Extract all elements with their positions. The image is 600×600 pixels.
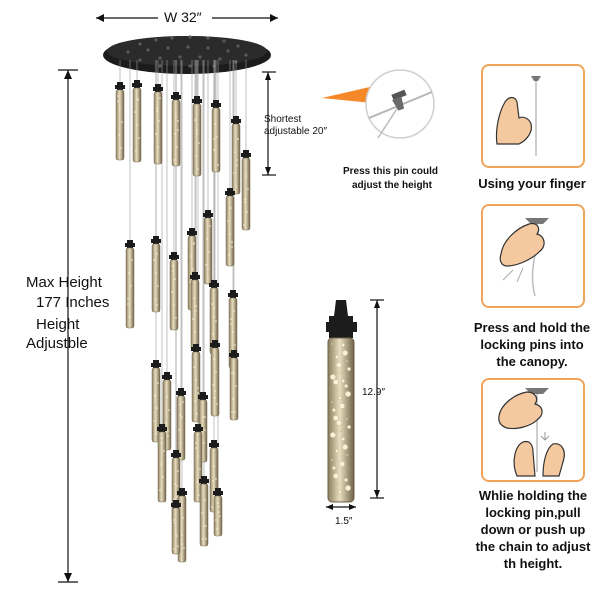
step-2-line-1: Press and hold the — [473, 320, 591, 335]
shortest-label-line2: adjustable 20″ — [264, 126, 328, 137]
shortest-dimension-line — [262, 71, 276, 176]
crystal-tube — [190, 272, 200, 351]
width-label: W 32″ — [164, 9, 202, 25]
shortest-label-line1: Shortest — [264, 114, 302, 125]
crystal-tube — [176, 388, 186, 461]
crystal-tube — [191, 344, 201, 423]
pin-callout-line1: Press this pin could — [343, 166, 439, 177]
crystal-tube — [213, 488, 223, 537]
crystal-tube — [199, 476, 209, 547]
crystal-tube — [231, 116, 241, 195]
tube-height-label: 12.9″ — [362, 387, 386, 398]
crystal-tube — [115, 82, 125, 161]
crystal-tube — [229, 350, 239, 421]
crystal-tube — [210, 340, 220, 417]
step-3-panel — [481, 378, 585, 482]
crystal-tube — [171, 500, 181, 555]
max-height-line4: Adjustble — [26, 335, 88, 352]
crystal-tube — [241, 150, 251, 231]
finger-icon — [495, 76, 541, 156]
step-2-panel — [481, 204, 585, 308]
crystal-tube — [151, 236, 161, 313]
crystal-tube — [225, 188, 235, 267]
max-height-line3: Height — [36, 316, 80, 333]
crystal-tube — [203, 210, 213, 285]
crystal-tube — [157, 424, 167, 503]
crystal-tube — [153, 84, 163, 165]
crystal-tube — [171, 92, 181, 167]
max-height-dimension-line — [58, 69, 78, 583]
step-2-text: Press and hold the locking pins into the… — [472, 319, 592, 370]
step-3-line-4: the chain to adjust — [475, 539, 591, 554]
pin-callout-line2: adjust the height — [352, 180, 432, 191]
step-1-line-1: Using your finger — [478, 176, 586, 191]
step-1-panel — [481, 64, 585, 168]
step-2-line-2: locking pins into — [480, 337, 584, 352]
crystal-tubes — [115, 80, 251, 563]
crystal-tube — [209, 280, 219, 355]
single-tube-detail — [326, 299, 384, 510]
pull-chain-icon — [498, 388, 565, 477]
crystal-tube — [211, 100, 221, 173]
width-dimension-line — [96, 14, 278, 22]
crystal-tube — [132, 80, 142, 163]
step-3-line-5: th height. — [503, 556, 563, 571]
max-height-line1: Max Height — [26, 274, 102, 291]
crystal-tube — [125, 240, 135, 329]
crystal-tube — [169, 252, 179, 331]
step-2-line-3: the canopy. — [496, 354, 568, 369]
crystal-tube — [193, 424, 203, 503]
pin-callout — [322, 69, 435, 139]
step-1-text: Using your finger — [472, 175, 592, 192]
tube-width-label: 1.5″ — [335, 516, 353, 527]
step-3-line-2: locking pin,pull — [485, 505, 581, 520]
press-hold-icon — [499, 218, 549, 297]
crystal-tube — [192, 96, 202, 177]
step-3-line-3: down or push up — [480, 522, 586, 537]
crystal-tube — [151, 360, 161, 443]
step-3-line-1: Whlie holding the — [478, 488, 588, 503]
step-3-text: Whlie holding the locking pin,pull down … — [472, 487, 594, 572]
max-height-line2: 177 Inches — [36, 294, 110, 311]
